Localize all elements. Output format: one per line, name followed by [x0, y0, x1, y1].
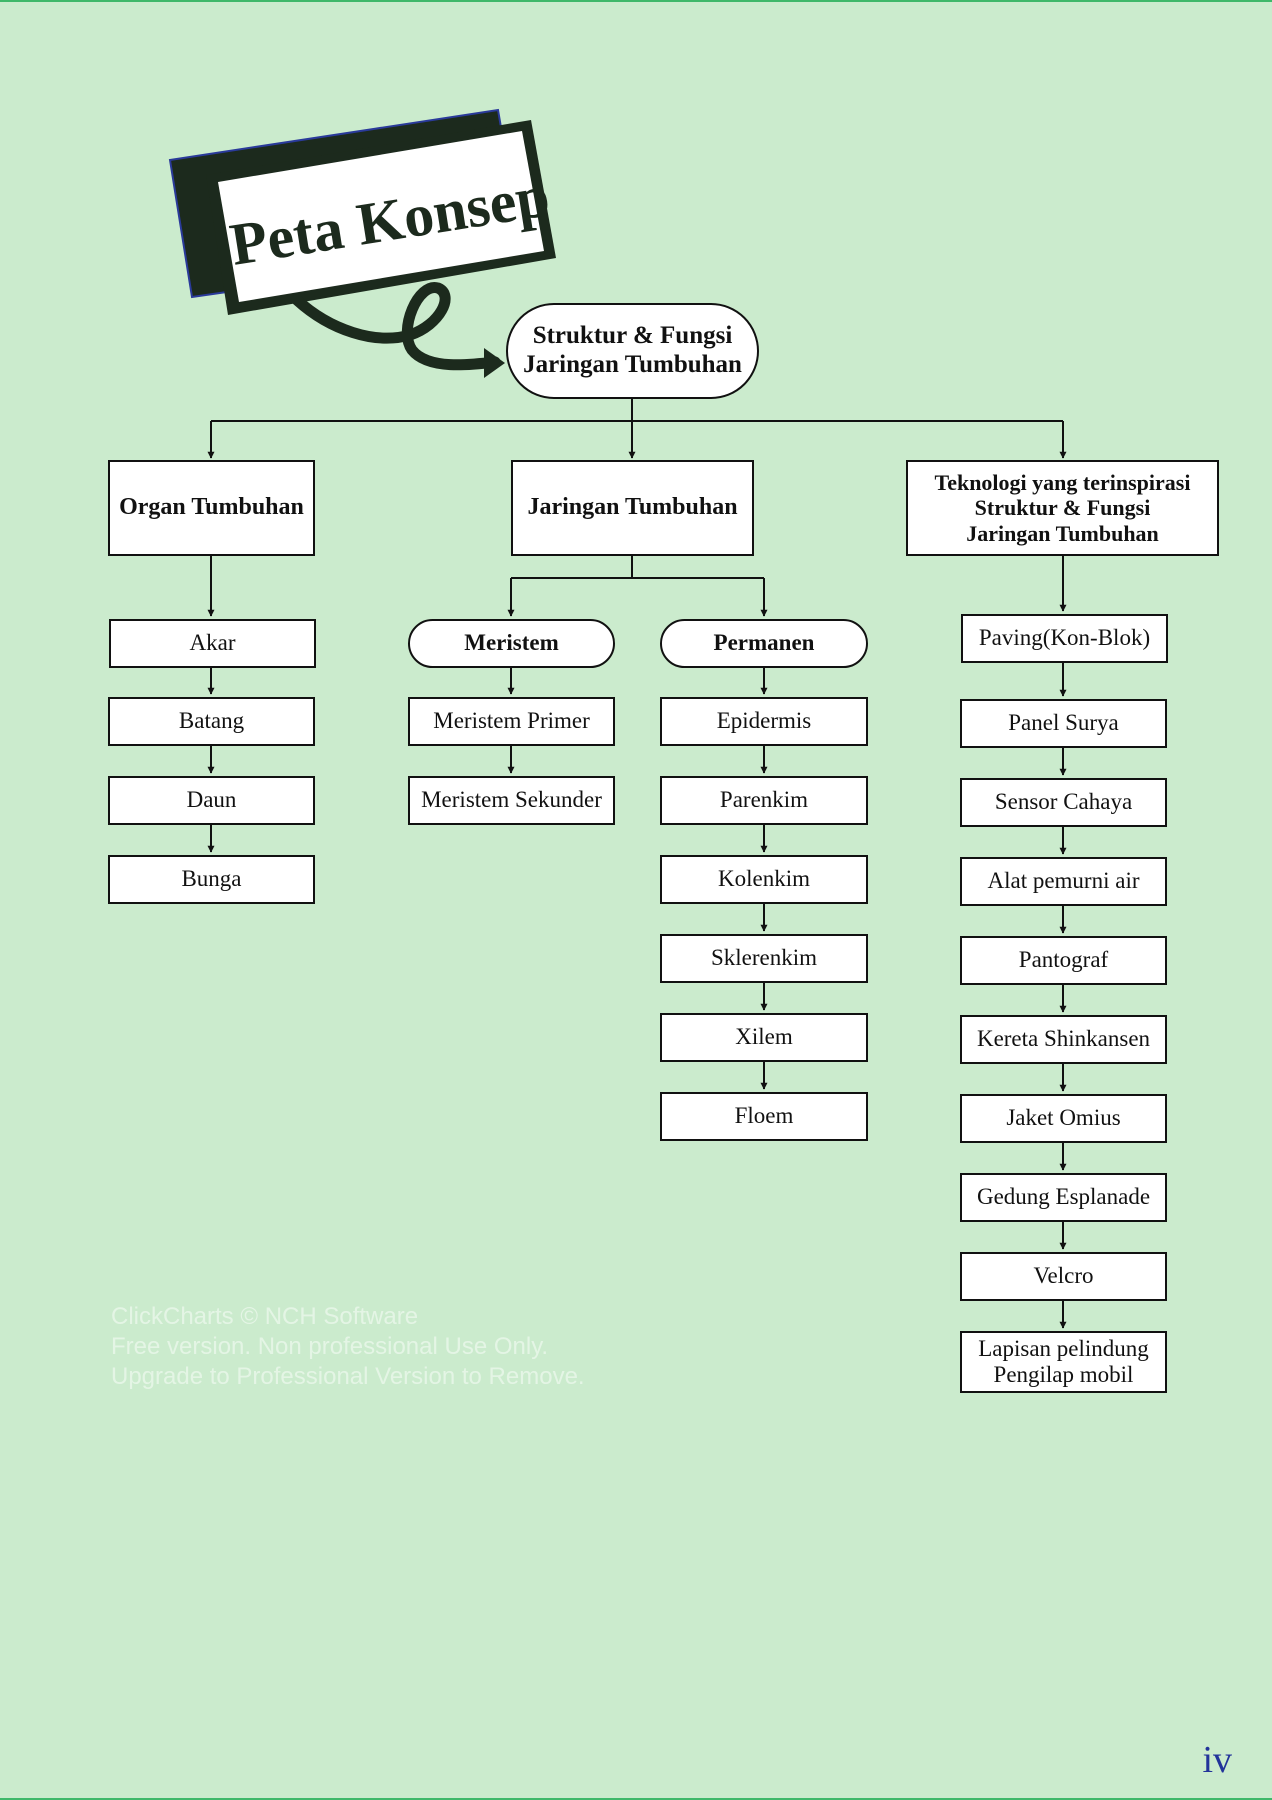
- teknologi-line-1: Teknologi yang terinspirasi: [934, 470, 1191, 496]
- watermark-line-1: ClickCharts © NCH Software: [111, 1303, 419, 1330]
- teknologi-item-panel-surya: Panel Surya: [960, 699, 1167, 748]
- watermark-line-3: Upgrade to Professional Version to Remov…: [111, 1363, 585, 1390]
- teknologi-line-3: Jaringan Tumbuhan: [966, 520, 1159, 546]
- organ-heading: Organ Tumbuhan: [119, 494, 304, 521]
- permanen-item-xilem: Xilem: [660, 1013, 868, 1062]
- lapisan-line-1: Lapisan pelindung: [978, 1335, 1149, 1361]
- organ-item-bunga: Bunga: [108, 855, 315, 904]
- jaringan-heading: Jaringan Tumbuhan: [527, 494, 738, 521]
- permanen-node: Permanen: [660, 619, 868, 668]
- root-line-2: Jaringan Tumbuhan: [523, 351, 742, 378]
- meristem-item-sekunder: Meristem Sekunder: [408, 776, 615, 825]
- teknologi-item-gedung-esplanade: Gedung Esplanade: [960, 1173, 1167, 1222]
- teknologi-item-kereta-shinkansen: Kereta Shinkansen: [960, 1015, 1167, 1064]
- jaringan-tumbuhan-node: Jaringan Tumbuhan: [511, 460, 754, 556]
- organ-item-batang: Batang: [108, 697, 315, 746]
- organ-tumbuhan-node: Organ Tumbuhan: [108, 460, 315, 556]
- lapisan-line-2: Pengilap mobil: [993, 1362, 1134, 1387]
- bottom-border: [0, 1798, 1272, 1800]
- teknologi-item-sensor-cahaya: Sensor Cahaya: [960, 778, 1167, 827]
- teknologi-node: Teknologi yang terinspirasi Struktur & F…: [906, 460, 1219, 556]
- meristem-node: Meristem: [408, 619, 615, 668]
- title-badge: Peta Konsep: [168, 108, 556, 378]
- teknologi-item-velcro: Velcro: [960, 1252, 1167, 1301]
- permanen-item-floem: Floem: [660, 1092, 868, 1141]
- page-number: iv: [1202, 1739, 1232, 1781]
- teknologi-item-paving: Paving(Kon-Blok): [961, 614, 1168, 663]
- permanen-item-sklerenkim: Sklerenkim: [660, 934, 868, 983]
- permanen-item-kolenkim: Kolenkim: [660, 855, 868, 904]
- teknologi-item-pantograf: Pantograf: [960, 936, 1167, 985]
- curly-arrow: [291, 282, 501, 371]
- watermark: ClickCharts © NCH Software Free version.…: [111, 1302, 585, 1392]
- permanen-item-parenkim: Parenkim: [660, 776, 868, 825]
- teknologi-line-2: Struktur & Fungsi: [974, 495, 1151, 521]
- meristem-item-primer: Meristem Primer: [408, 697, 615, 746]
- curly-arrow-head: [484, 348, 505, 378]
- top-border: [0, 0, 1272, 2]
- permanen-item-epidermis: Epidermis: [660, 697, 868, 746]
- watermark-line-2: Free version. Non professional Use Only.: [111, 1333, 549, 1360]
- root-line-1: Struktur & Fungsi: [532, 322, 733, 350]
- organ-item-daun: Daun: [108, 776, 315, 825]
- teknologi-item-jaket-omius: Jaket Omius: [960, 1094, 1167, 1143]
- organ-item-akar: Akar: [109, 619, 316, 668]
- teknologi-item-alat-pemurni-air: Alat pemurni air: [960, 857, 1167, 906]
- root-node: Struktur & Fungsi Jaringan Tumbuhan: [506, 303, 759, 399]
- teknologi-item-lapisan-pelindung: Lapisan pelindung Pengilap mobil: [960, 1331, 1167, 1393]
